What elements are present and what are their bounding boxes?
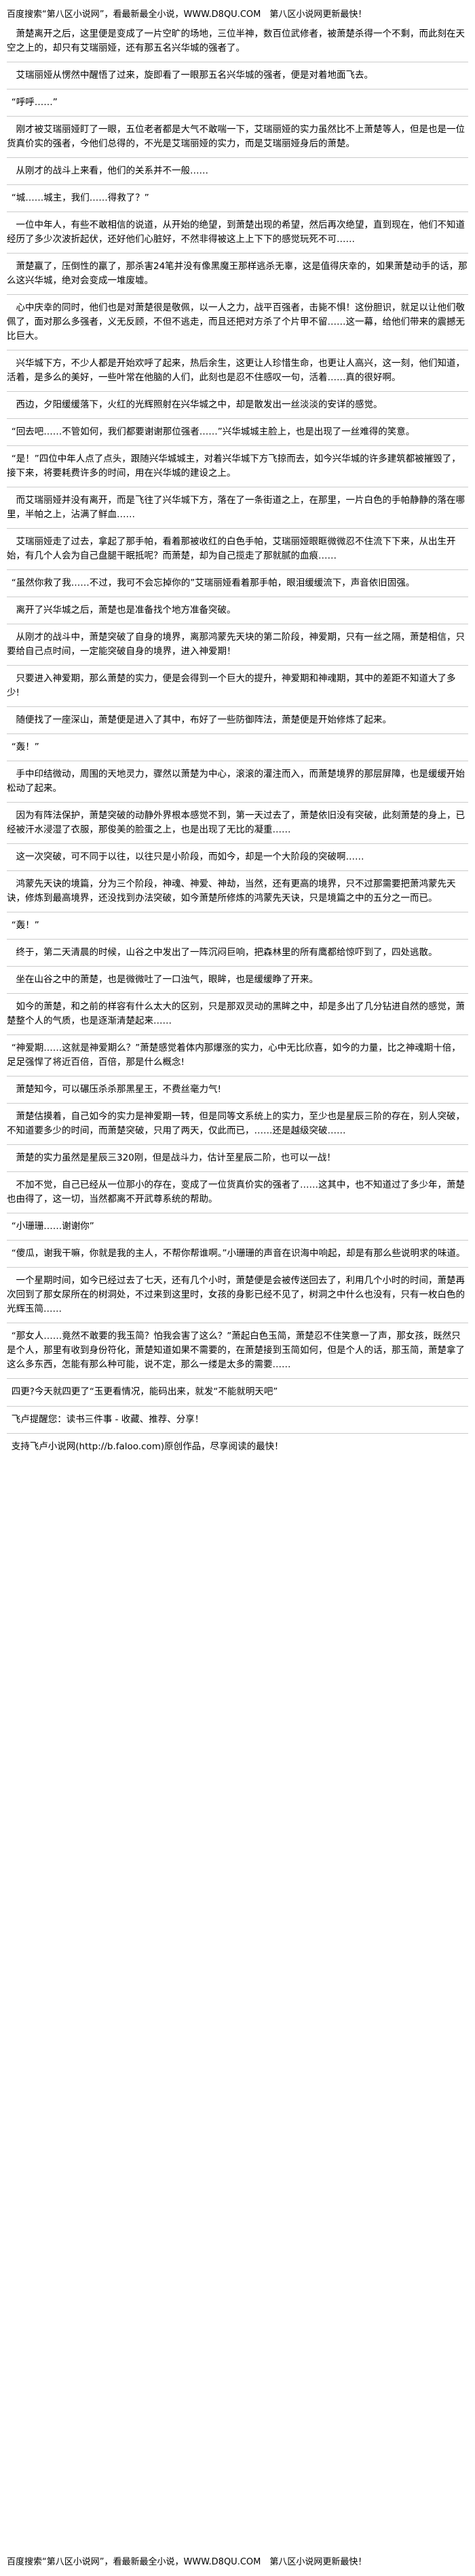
- paragraph: 终于，第二天清晨的时候，山谷之中发出了一阵沉闷巨响，把森林里的所有鹰都给惊吓到了…: [16, 947, 438, 958]
- paragraph: 萧楚估摸着，自己如今的实力是神爱期一转，但是同等文系统上的实力，至少也是星辰三阶…: [7, 1111, 465, 1136]
- paragraph: 萧楚的实力虽然是星辰三320刚，但是战斗力，估计至星辰二阶，也可以一战！: [16, 1152, 336, 1163]
- paragraph: 如今的萧楚，和之前的样容有什么太大的区别，只是那双灵动的黑眸之中，却是多出了几分…: [7, 1001, 465, 1026]
- footer-reminder: 飞卢提醒您：读书三件事 - 收藏、推荐、分享！: [11, 1414, 204, 1425]
- footer-support-link[interactable]: 支持飞卢小说网(http://b.faloo.com)原创作品，尽享阅读的最快！: [11, 1441, 284, 1452]
- paragraph-separator: [7, 1240, 468, 1241]
- paragraph: “轰！”: [11, 920, 39, 931]
- paragraph-separator: [7, 1267, 468, 1268]
- paragraph: 四更?今天就四更了“玉更看情况，能码出来，就发“不能就明天吧”: [11, 1386, 278, 1397]
- paragraph: “回去吧……不管如何，我们都要谢谢那位强者……”兴华城城主脸上，也是出现了一丝难…: [11, 426, 415, 437]
- paragraph-separator: [7, 1378, 468, 1379]
- paragraph-separator: [7, 870, 468, 871]
- paragraph-separator: [7, 1433, 468, 1434]
- paragraph: 不加不觉，自己已经从一位那小的存在，变成了一位货真价实的强者了……这其中，也不知…: [7, 1180, 465, 1205]
- bottom-banner: 百度搜索“第八区小说网”，看最新最全小说，WWW.D8QU.COM 第八区小说网…: [7, 2557, 367, 2567]
- paragraph: 从刚才的战斗中，萧楚突破了自身的境界，离那鸿蒙先天块的第二阶段，神爱期，只有一丝…: [7, 632, 465, 657]
- paragraph-separator: [7, 157, 468, 158]
- paragraph: 从刚才的战斗上来看，他们的关系并不一般……: [16, 165, 209, 176]
- paragraph-separator: [7, 993, 468, 994]
- paragraph-separator: [7, 1406, 468, 1407]
- paragraph-separator: [7, 706, 468, 707]
- paragraph: 艾瑞丽娅走了过去，拿起了那手帕，看着那被收红的白色手帕，艾瑞丽娅眼眶微微忍不住流…: [7, 536, 456, 561]
- paragraph: 离开了兴华城之后，萧楚也是准备找个地方准备突破。: [16, 605, 236, 616]
- paragraph: 刚才被艾瑞丽娅盯了一眼，五位老者都是大气不敢喘一下，艾瑞丽娅的实力虽然比不上萧楚…: [7, 124, 465, 149]
- paragraph: 萧楚离开之后，这里便是变成了一片空旷的场地，三位半神，数百位武修者，被萧楚杀得一…: [7, 28, 465, 54]
- paragraph-separator: [7, 391, 468, 392]
- paragraph-separator: [7, 1034, 468, 1035]
- paragraph-separator: [7, 184, 468, 185]
- paragraph-separator: [7, 528, 468, 529]
- chapter-content: 萧楚离开之后，这里便是变成了一片空旷的场地，三位半神，数百位武修者，被萧楚杀得一…: [7, 27, 468, 1454]
- paragraph-separator: [7, 1171, 468, 1172]
- paragraph: 心中庆幸的同时，他们也是对萧楚很是敬佩，以一人之力，战平百强者，击毙不惧！这份胆…: [7, 302, 465, 342]
- paragraph-separator: [7, 253, 468, 254]
- paragraph-separator: [7, 569, 468, 570]
- paragraph: “那女人……竟然不敢要的我玉简？怕我会害了这么？”萧起白色玉简，萧楚忍不住笑意一…: [7, 1331, 465, 1370]
- paragraph: “城……城主，我们……得救了？”: [11, 193, 149, 203]
- paragraph-separator: [7, 1103, 468, 1104]
- paragraph: 一个星期时间，如今已经过去了七天，还有几个小时，萧楚便是会被传送回去了，利用几个…: [7, 1275, 465, 1314]
- paragraph: 随便找了一座深山，萧楚便是进入了其中，布好了一些防御阵法，萧楚便是开始修炼了起来…: [16, 715, 392, 725]
- paragraph: 鸿蒙先天诀的境篇，分为三个阶段，神魂、神爱、神劫，当然，还有更高的境界，只不过那…: [7, 879, 456, 904]
- paragraph-separator: [7, 939, 468, 940]
- paragraph: 萧楚知今，可以碾压杀杀那黑星王，不费丝毫力气!: [16, 1084, 221, 1095]
- paragraph: 西边，夕阳缓缓落下，火红的光辉照射在兴华城之中，却是散发出一丝淡淡的安详的感觉。: [16, 399, 383, 410]
- paragraph-separator: [7, 116, 468, 117]
- paragraph: 只要进入神爱期，那么萧楚的实力，便是会得到一个巨大的提升，神爱期和神魂期，其中的…: [7, 673, 456, 698]
- paragraph: 这一次突破，可不同于以往，以往只是小阶段，而如今，却是一个大阶段的突破啊……: [16, 851, 364, 862]
- paragraph: “神爱期……这就是神爱期么？”萧楚感觉着体内那爆涨的实力，心中无比欣喜，如今的力…: [7, 1043, 461, 1068]
- paragraph: “傻瓜，谢我干嘛，你就是我的主人，不帮你帮谁啊。”小珊珊的声音在识海中响起，却是…: [11, 1248, 466, 1259]
- paragraph: “虽然你救了我……不过，我可不会忘掉你的”艾瑞丽娅看着那手帕，眼泪缓缓流下，声音…: [11, 578, 415, 588]
- top-banner: 百度搜索“第八区小说网”，看最新最全小说，WWW.D8QU.COM 第八区小说网…: [7, 9, 367, 20]
- paragraph: 艾瑞丽娅从愣然中醒悟了过来，旋即看了一眼那五名兴华城的强者，便是对着地面飞去。: [16, 70, 374, 81]
- paragraph: “小珊珊……谢谢你”: [11, 1221, 94, 1232]
- paragraph: 手中印结微动，周围的天地灵力，骤然以萧楚为中心，滚滚的灌注而入，而萧楚境界的那层…: [7, 769, 465, 794]
- paragraph-separator: [7, 294, 468, 295]
- footer: 飞卢提醒您：读书三件事 - 收藏、推荐、分享！ 支持飞卢小说网(http://b…: [7, 1406, 468, 1454]
- paragraph: 而艾瑞丽娅并没有离开，而是飞往了兴华城下方，落在了一条街道之上，在那里，一片白色…: [7, 495, 465, 520]
- paragraph: 兴华城下方，不少人都是开始欢呼了起来，热后余生，这更让人珍惜生命，也更让人高兴，…: [7, 358, 465, 383]
- paragraph-separator: [7, 843, 468, 844]
- paragraph-separator: [7, 1144, 468, 1145]
- paragraph: “轰！”: [11, 742, 39, 752]
- paragraph: 一位中年人，有些不敢相信的说道，从开始的绝望，到萧楚出现的希望，然后再次绝望，直…: [7, 220, 465, 245]
- paragraph-separator: [7, 418, 468, 419]
- paragraph: “呼呼……”: [11, 97, 58, 108]
- paragraph-separator: [7, 733, 468, 734]
- paragraph: 坐在山谷之中的萧楚，也是微微吐了一口浊气，眼眸，也是缓缓睁了开来。: [16, 974, 319, 985]
- paragraph: “是！”四位中年人点了点头，跟随兴华城城主，对着兴华城下方飞掠而去，如今兴华城的…: [7, 454, 461, 479]
- paragraph: 因为有阵法保护，萧楚突破的动静外界根本感觉不到，第一天过去了，萧楚依旧没有突破，…: [7, 810, 465, 835]
- paragraph-separator: [7, 445, 468, 446]
- paragraph-separator: [7, 802, 468, 803]
- paragraph: 萧楚羸了，压倒性的羸了，那杀害24笔并没有像黑魔王那样逃杀无辜，这是值得庆幸的，…: [7, 261, 468, 286]
- paragraph-separator: [7, 665, 468, 666]
- paragraph-separator: [7, 966, 468, 967]
